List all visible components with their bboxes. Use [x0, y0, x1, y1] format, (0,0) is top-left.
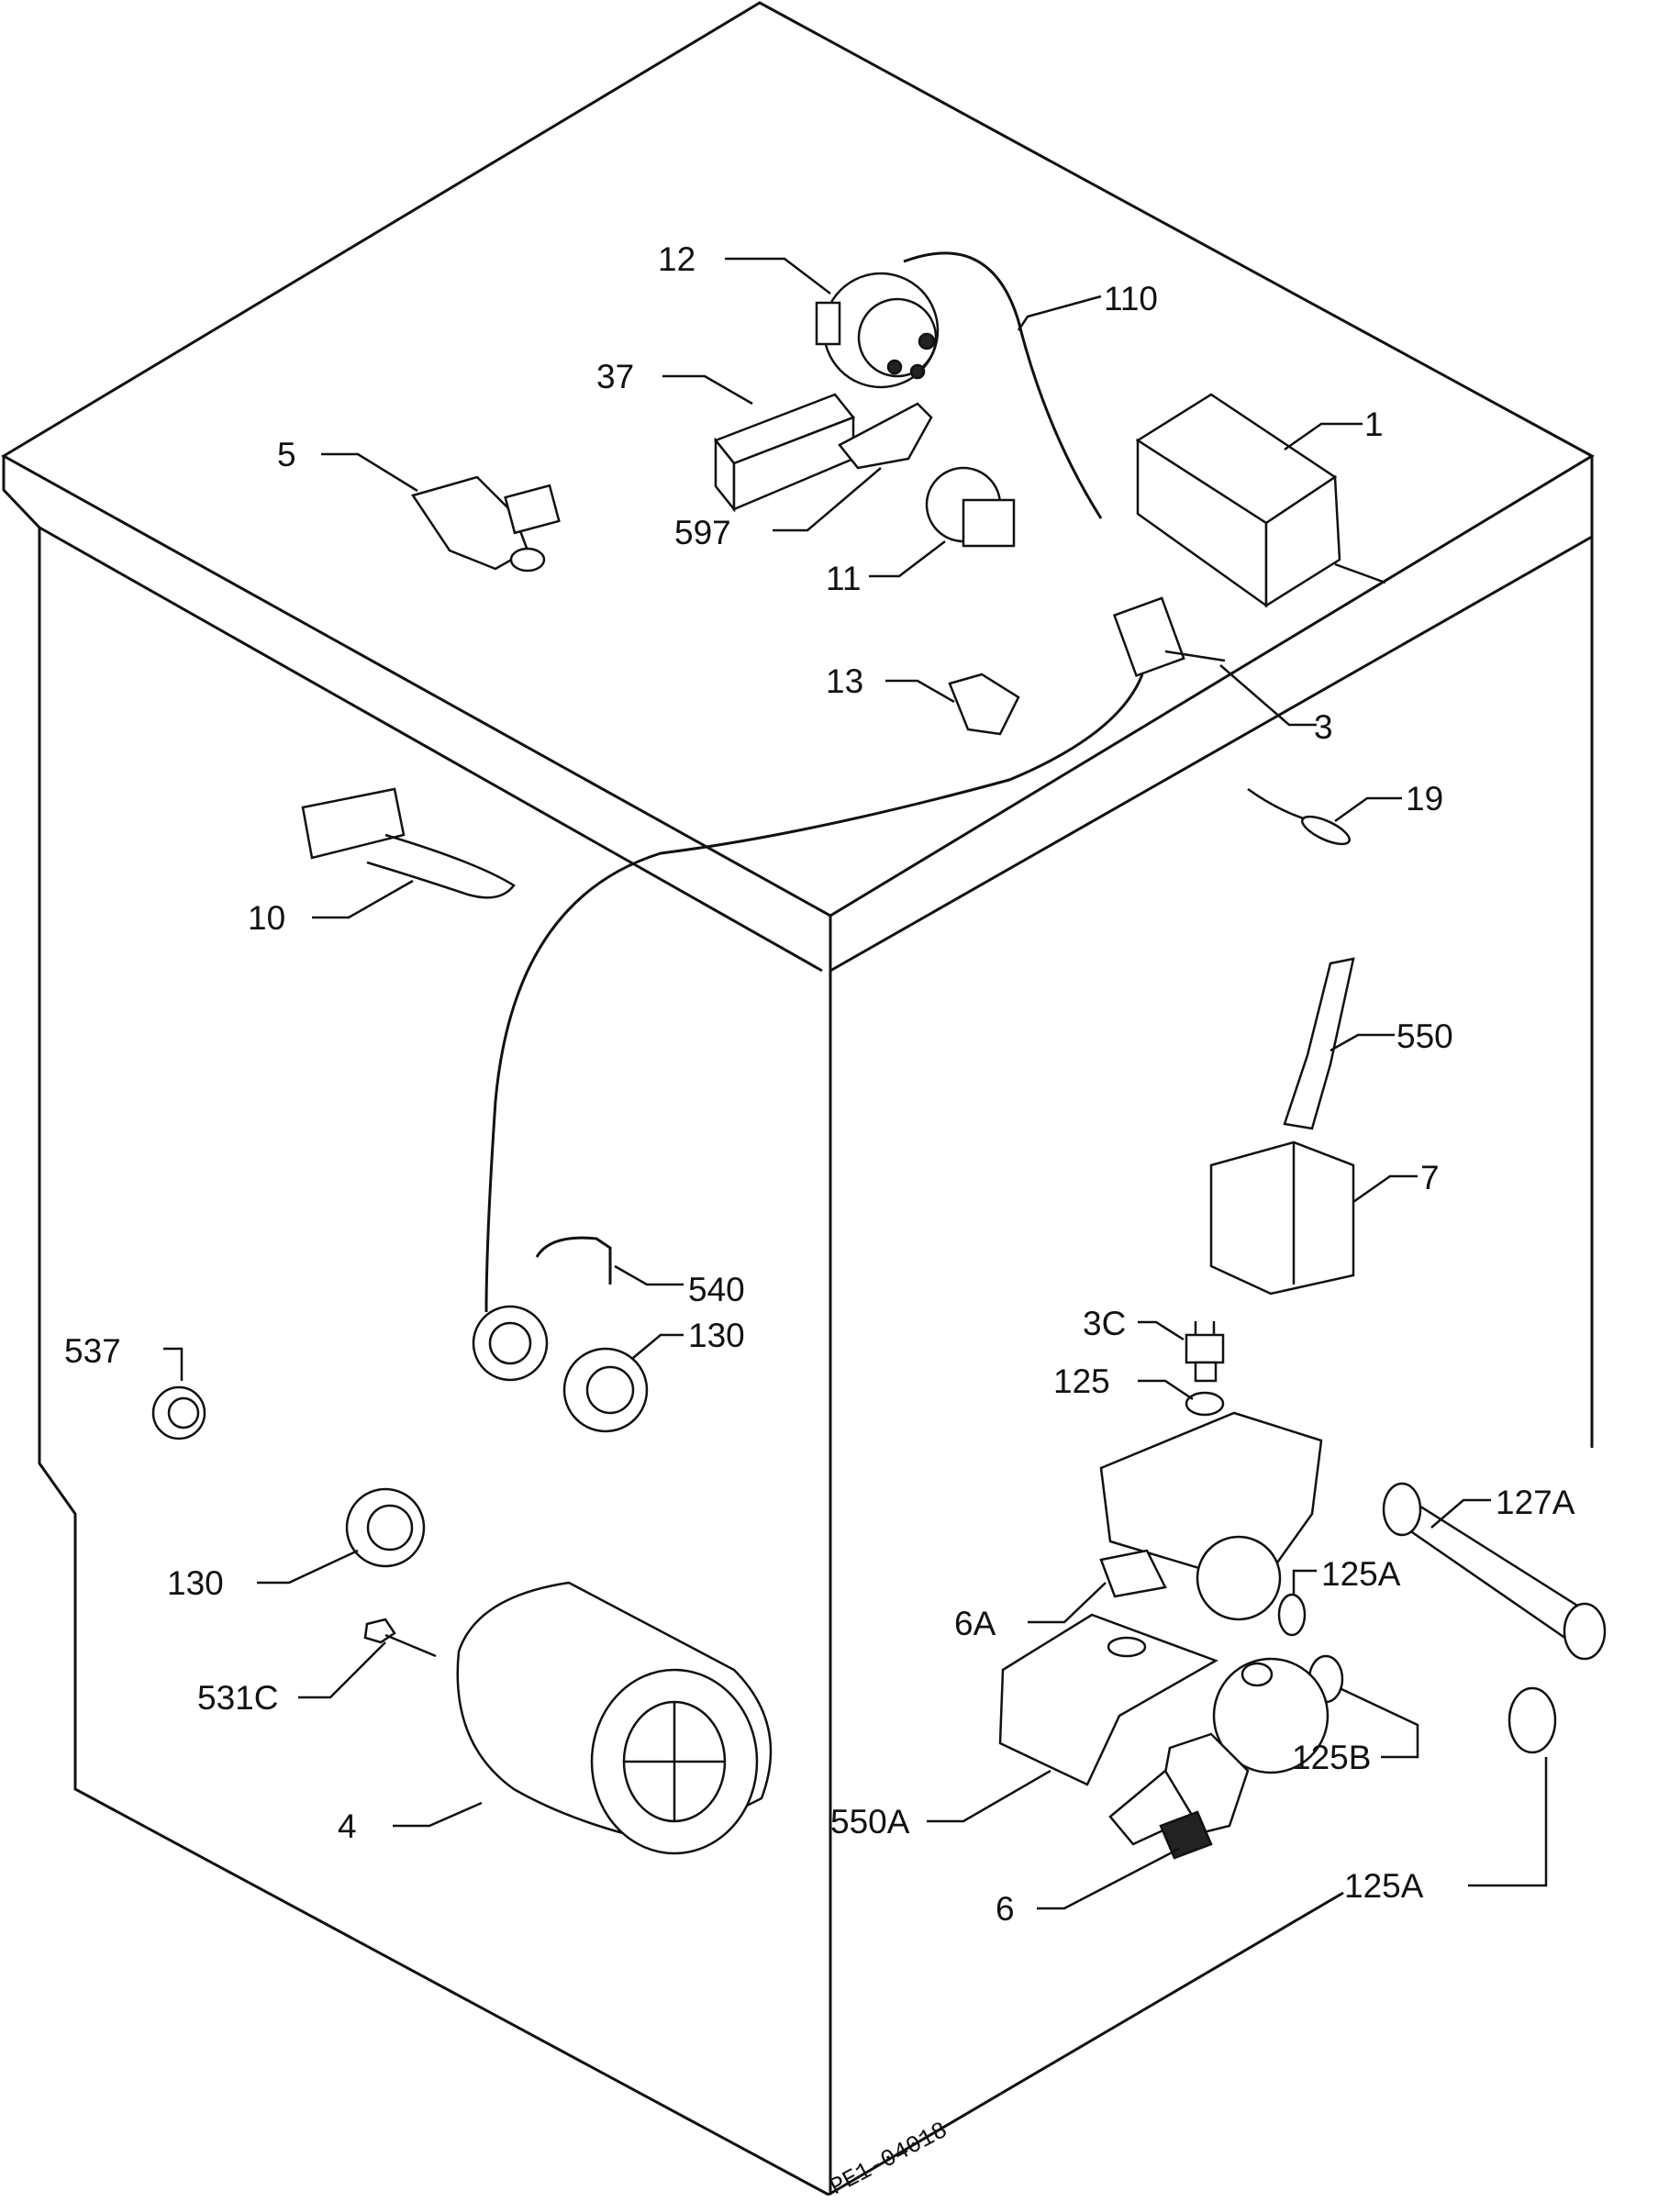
- callout-6: 6: [996, 1890, 1015, 1928]
- screw-part: [363, 1618, 437, 1658]
- callout-130-lower: 130: [167, 1564, 224, 1602]
- pump-cover-hole: [1107, 1636, 1147, 1658]
- capacitor-part: [925, 466, 1016, 548]
- callout-127a: 127A: [1496, 1484, 1575, 1521]
- callout-597: 597: [674, 514, 731, 551]
- pressure-hose-part: [903, 251, 1103, 519]
- motor-part: [456, 1581, 773, 1855]
- connector-part: [948, 673, 1020, 736]
- callout-110: 110: [1104, 280, 1158, 317]
- lever-part: [1283, 957, 1355, 1130]
- cabinet-outline: [1, 1, 1596, 2196]
- clip-part: [838, 402, 933, 470]
- level-sensor-part: [1185, 1321, 1225, 1383]
- callout-13: 13: [826, 662, 863, 700]
- callout-4: 4: [338, 1807, 357, 1845]
- seal-ring-lower-part: [1508, 1686, 1557, 1754]
- grommet-part-a: [472, 1305, 549, 1382]
- callout-11: 11: [826, 560, 861, 597]
- callout-5: 5: [277, 436, 296, 473]
- seal-ring-part: [1185, 1391, 1225, 1417]
- callout-125: 125: [1053, 1362, 1110, 1400]
- pump-cover-part: [998, 1613, 1218, 1786]
- callout-7: 7: [1420, 1159, 1440, 1196]
- switch-cable-part: [484, 673, 1144, 1313]
- door-lock-part: [1209, 1140, 1355, 1296]
- drain-hose-part: [1382, 1482, 1607, 1661]
- seal-ring-upper-part: [1277, 1593, 1307, 1637]
- leader-lines: [163, 257, 1548, 1910]
- grommet-part-b: [562, 1347, 649, 1433]
- ntc-sensor-part: [1247, 787, 1351, 846]
- callout-531c: 531C: [197, 1679, 278, 1717]
- wire-clip-part: [535, 1236, 612, 1284]
- callout-125b: 125B: [1292, 1739, 1371, 1776]
- callout-1: 1: [1364, 406, 1384, 443]
- grommet-part-c: [345, 1487, 426, 1568]
- callout-550: 550: [1396, 1018, 1453, 1055]
- callout-37: 37: [596, 358, 634, 395]
- pressure-switch-part: [815, 272, 940, 389]
- drawing-code: PE1-04018: [826, 2117, 952, 2201]
- heating-element-part: [301, 787, 516, 899]
- pump-housing-part: [1099, 1411, 1323, 1621]
- callout-3: 3: [1314, 708, 1333, 746]
- callout-537: 537: [64, 1332, 121, 1370]
- programmer-part: [1135, 393, 1386, 608]
- callout-125a-lower: 125A: [1344, 1867, 1424, 1905]
- callout-12: 12: [658, 240, 695, 278]
- callout-6a: 6A: [954, 1605, 996, 1642]
- callout-540: 540: [688, 1271, 745, 1308]
- callout-10: 10: [248, 899, 285, 937]
- inlet-valve-part: [411, 475, 561, 573]
- callout-3c: 3C: [1083, 1305, 1126, 1342]
- callout-550a: 550A: [830, 1803, 910, 1841]
- callout-125a-upper: 125A: [1321, 1555, 1401, 1593]
- terminal-block-part: [713, 393, 856, 513]
- drain-pump-part: [1108, 1657, 1330, 1860]
- switch-part: [1112, 596, 1226, 678]
- callout-130-upper: 130: [688, 1317, 745, 1354]
- callout-19: 19: [1406, 780, 1443, 817]
- plug-part: [151, 1385, 206, 1440]
